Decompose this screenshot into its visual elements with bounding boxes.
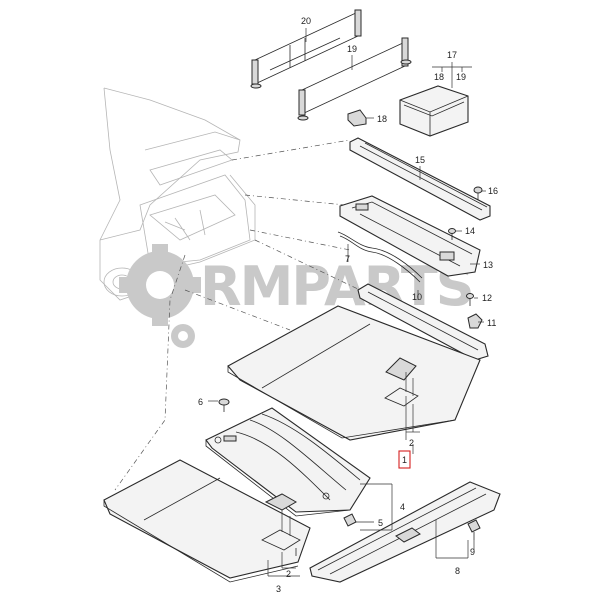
- callout-8: 8: [455, 566, 460, 576]
- lower-floor-panel: [103, 459, 311, 583]
- part-20-luggage-net: [250, 9, 362, 89]
- callout-1: 1: [402, 455, 407, 465]
- callout-1-highlight: [398, 450, 411, 469]
- callout-9: 9: [470, 547, 475, 557]
- callout-19: 19: [347, 44, 357, 54]
- callout-20: 20: [301, 16, 311, 26]
- part-11-cap: [467, 313, 483, 329]
- callout-12: 12: [482, 293, 492, 303]
- callout-2-lower: 2: [286, 569, 291, 579]
- callout-14: 14: [465, 226, 475, 236]
- callout-15: 15: [415, 155, 425, 165]
- callout-18-sub: 18: [434, 72, 444, 82]
- part-8-sill-trim: [309, 481, 501, 583]
- callout-10: 10: [412, 292, 422, 302]
- callout-16: 16: [488, 186, 498, 196]
- part-13-bracket: [339, 195, 481, 277]
- leader-lines: [208, 28, 486, 577]
- part-4-center-panel: [205, 407, 371, 517]
- callout-6: 6: [198, 397, 203, 407]
- callout-7: 7: [345, 254, 350, 264]
- callout-11: 11: [487, 318, 496, 328]
- callout-17: 17: [447, 50, 457, 60]
- part-5-clip: [343, 513, 357, 527]
- part-17-storage-box: [399, 85, 469, 137]
- callout-labels: 20 19 17 18 19 18 15 16 14 7 13 10 12 11…: [198, 16, 498, 594]
- callout-19-sub: 19: [456, 72, 466, 82]
- reference-lines: [114, 139, 361, 491]
- part-6-fastener: [218, 398, 230, 412]
- part-16-screw: [473, 186, 483, 200]
- part-10-rail: [357, 283, 489, 361]
- part-14-screw: [448, 228, 456, 240]
- part-9-screw: [467, 519, 481, 540]
- gear-icon: [119, 244, 201, 348]
- callout-3: 3: [276, 584, 281, 594]
- callout-4: 4: [400, 502, 405, 512]
- callout-5: 5: [378, 518, 383, 528]
- callout-18: 18: [377, 114, 387, 124]
- part-19-partition-net: [297, 37, 412, 121]
- part-7-cable: [337, 231, 423, 283]
- callout-13: 13: [483, 260, 493, 270]
- part-18-clip: [347, 109, 367, 127]
- upper-floor-panel: [227, 305, 481, 441]
- callout-2-upper: 2: [409, 438, 414, 448]
- part-12-screw: [466, 293, 474, 306]
